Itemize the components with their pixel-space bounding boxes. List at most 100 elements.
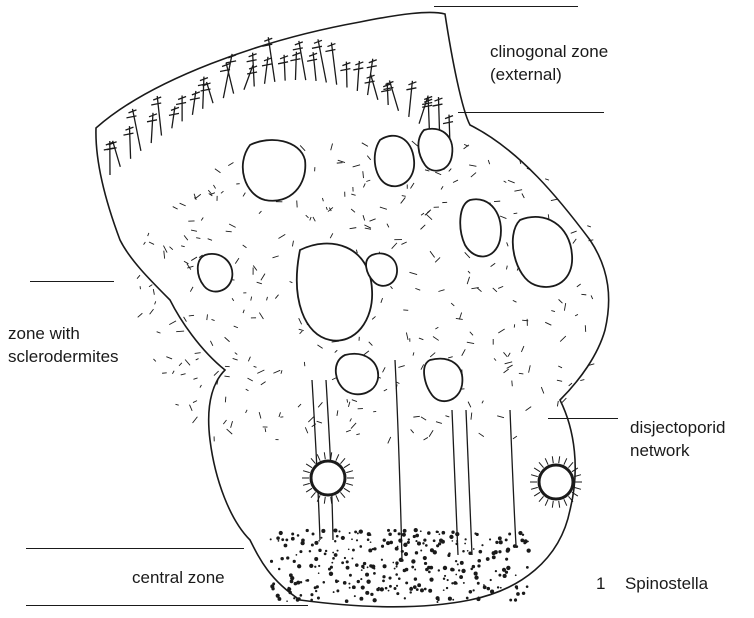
stipple-dot	[299, 550, 302, 553]
hatch-mark	[232, 298, 234, 301]
hatch-mark	[545, 179, 549, 180]
hatch-mark	[279, 412, 281, 417]
stipple-dot	[423, 556, 427, 560]
stipple-dot	[356, 539, 358, 541]
hatch-mark	[413, 352, 414, 355]
hatch-mark	[278, 234, 285, 238]
stipple-dot	[343, 581, 347, 585]
hatch-mark	[224, 376, 229, 377]
hatch-mark	[193, 401, 197, 403]
hatch-mark	[169, 321, 176, 325]
hatch-mark	[305, 427, 308, 433]
hatch-mark	[317, 345, 322, 348]
stipple-dot	[473, 548, 475, 550]
stipple-dot	[436, 601, 438, 603]
stipple-dot	[357, 580, 360, 583]
hatch-mark	[317, 421, 322, 423]
stipple-dot	[523, 541, 526, 544]
hatch-mark	[326, 207, 327, 210]
stipple-dot	[284, 544, 288, 548]
stipple-dot	[365, 573, 369, 577]
hatch-mark	[346, 430, 351, 432]
hatch-mark	[453, 180, 458, 182]
hatch-mark	[551, 311, 555, 312]
stipple-dot	[293, 560, 296, 563]
stipple-dot	[443, 589, 445, 591]
pore-ray	[552, 456, 553, 463]
hatch-mark	[184, 235, 188, 240]
stipple-dot	[456, 540, 458, 542]
stipple-dot	[382, 575, 385, 578]
hatch-mark	[380, 207, 387, 209]
hatch-mark	[157, 332, 161, 333]
fringe-strand	[278, 55, 288, 81]
label-disjectoporid-network: disjectoporid network	[630, 416, 725, 462]
hatch-mark	[153, 359, 155, 362]
stipple-dot	[300, 594, 303, 597]
stipple-dot	[505, 538, 508, 541]
stipple-dot	[451, 568, 454, 571]
pore-ray	[539, 462, 544, 467]
hatch-mark	[229, 224, 235, 227]
hatch-mark	[571, 231, 577, 233]
hatch-mark	[318, 402, 322, 407]
stipple-dot	[439, 539, 443, 543]
stipple-dot	[388, 590, 390, 592]
pore-ray	[531, 475, 538, 477]
cavity	[375, 136, 414, 187]
hatch-mark	[519, 373, 523, 374]
pore-ray	[545, 458, 548, 464]
hatch-mark	[190, 287, 193, 292]
hatch-mark	[557, 380, 562, 381]
stipple-dot	[527, 549, 531, 553]
hatch-mark	[514, 213, 518, 214]
stipple-dot	[457, 563, 459, 565]
hatch-mark	[562, 398, 566, 402]
stipple-dot	[395, 547, 399, 551]
stipple-dot	[355, 563, 359, 567]
stipple-dot	[318, 565, 320, 567]
stipple-dot	[417, 583, 421, 587]
stipple-dot	[395, 573, 398, 576]
hatch-mark	[195, 194, 201, 199]
cavity	[513, 217, 572, 287]
pore-ray	[324, 452, 325, 459]
pore-ray	[336, 495, 339, 501]
stipple-dot	[286, 600, 288, 602]
stipple-dot	[398, 539, 402, 543]
stipple-dot	[354, 595, 356, 597]
stipple-dot	[420, 550, 422, 552]
hatch-mark	[557, 401, 558, 407]
hatch-mark	[467, 342, 474, 343]
pore-ray	[574, 487, 581, 489]
stipple-dot	[289, 573, 293, 577]
hatch-mark	[330, 233, 333, 238]
stipple-dot	[382, 580, 385, 583]
stipple-dot	[514, 598, 516, 600]
stipple-dot	[311, 544, 314, 547]
stipple-dot	[506, 566, 510, 570]
stipple-dot	[502, 568, 506, 572]
stipple-dot	[318, 540, 320, 542]
stipple-dot	[415, 534, 419, 538]
hatch-mark	[449, 169, 452, 172]
stipple-dot	[486, 557, 490, 561]
stipple-dot	[278, 568, 281, 571]
hatch-mark	[225, 337, 230, 341]
hatch-mark	[471, 413, 472, 420]
stipple-dot	[388, 577, 391, 580]
hatch-mark	[322, 198, 323, 201]
stipple-dot	[460, 561, 464, 565]
cavity	[424, 359, 462, 401]
stipple-dot	[408, 538, 410, 540]
pore-ray	[311, 492, 316, 497]
stipple-dot	[280, 557, 283, 560]
stipple-dot	[359, 545, 362, 548]
stipple-dot	[413, 585, 417, 589]
hatch-mark	[214, 371, 219, 376]
stipple-dot	[433, 550, 437, 554]
stipple-dot	[522, 534, 524, 536]
fringe-strand	[406, 81, 416, 117]
fringe-strand	[190, 91, 200, 115]
hatch-mark	[421, 364, 424, 369]
